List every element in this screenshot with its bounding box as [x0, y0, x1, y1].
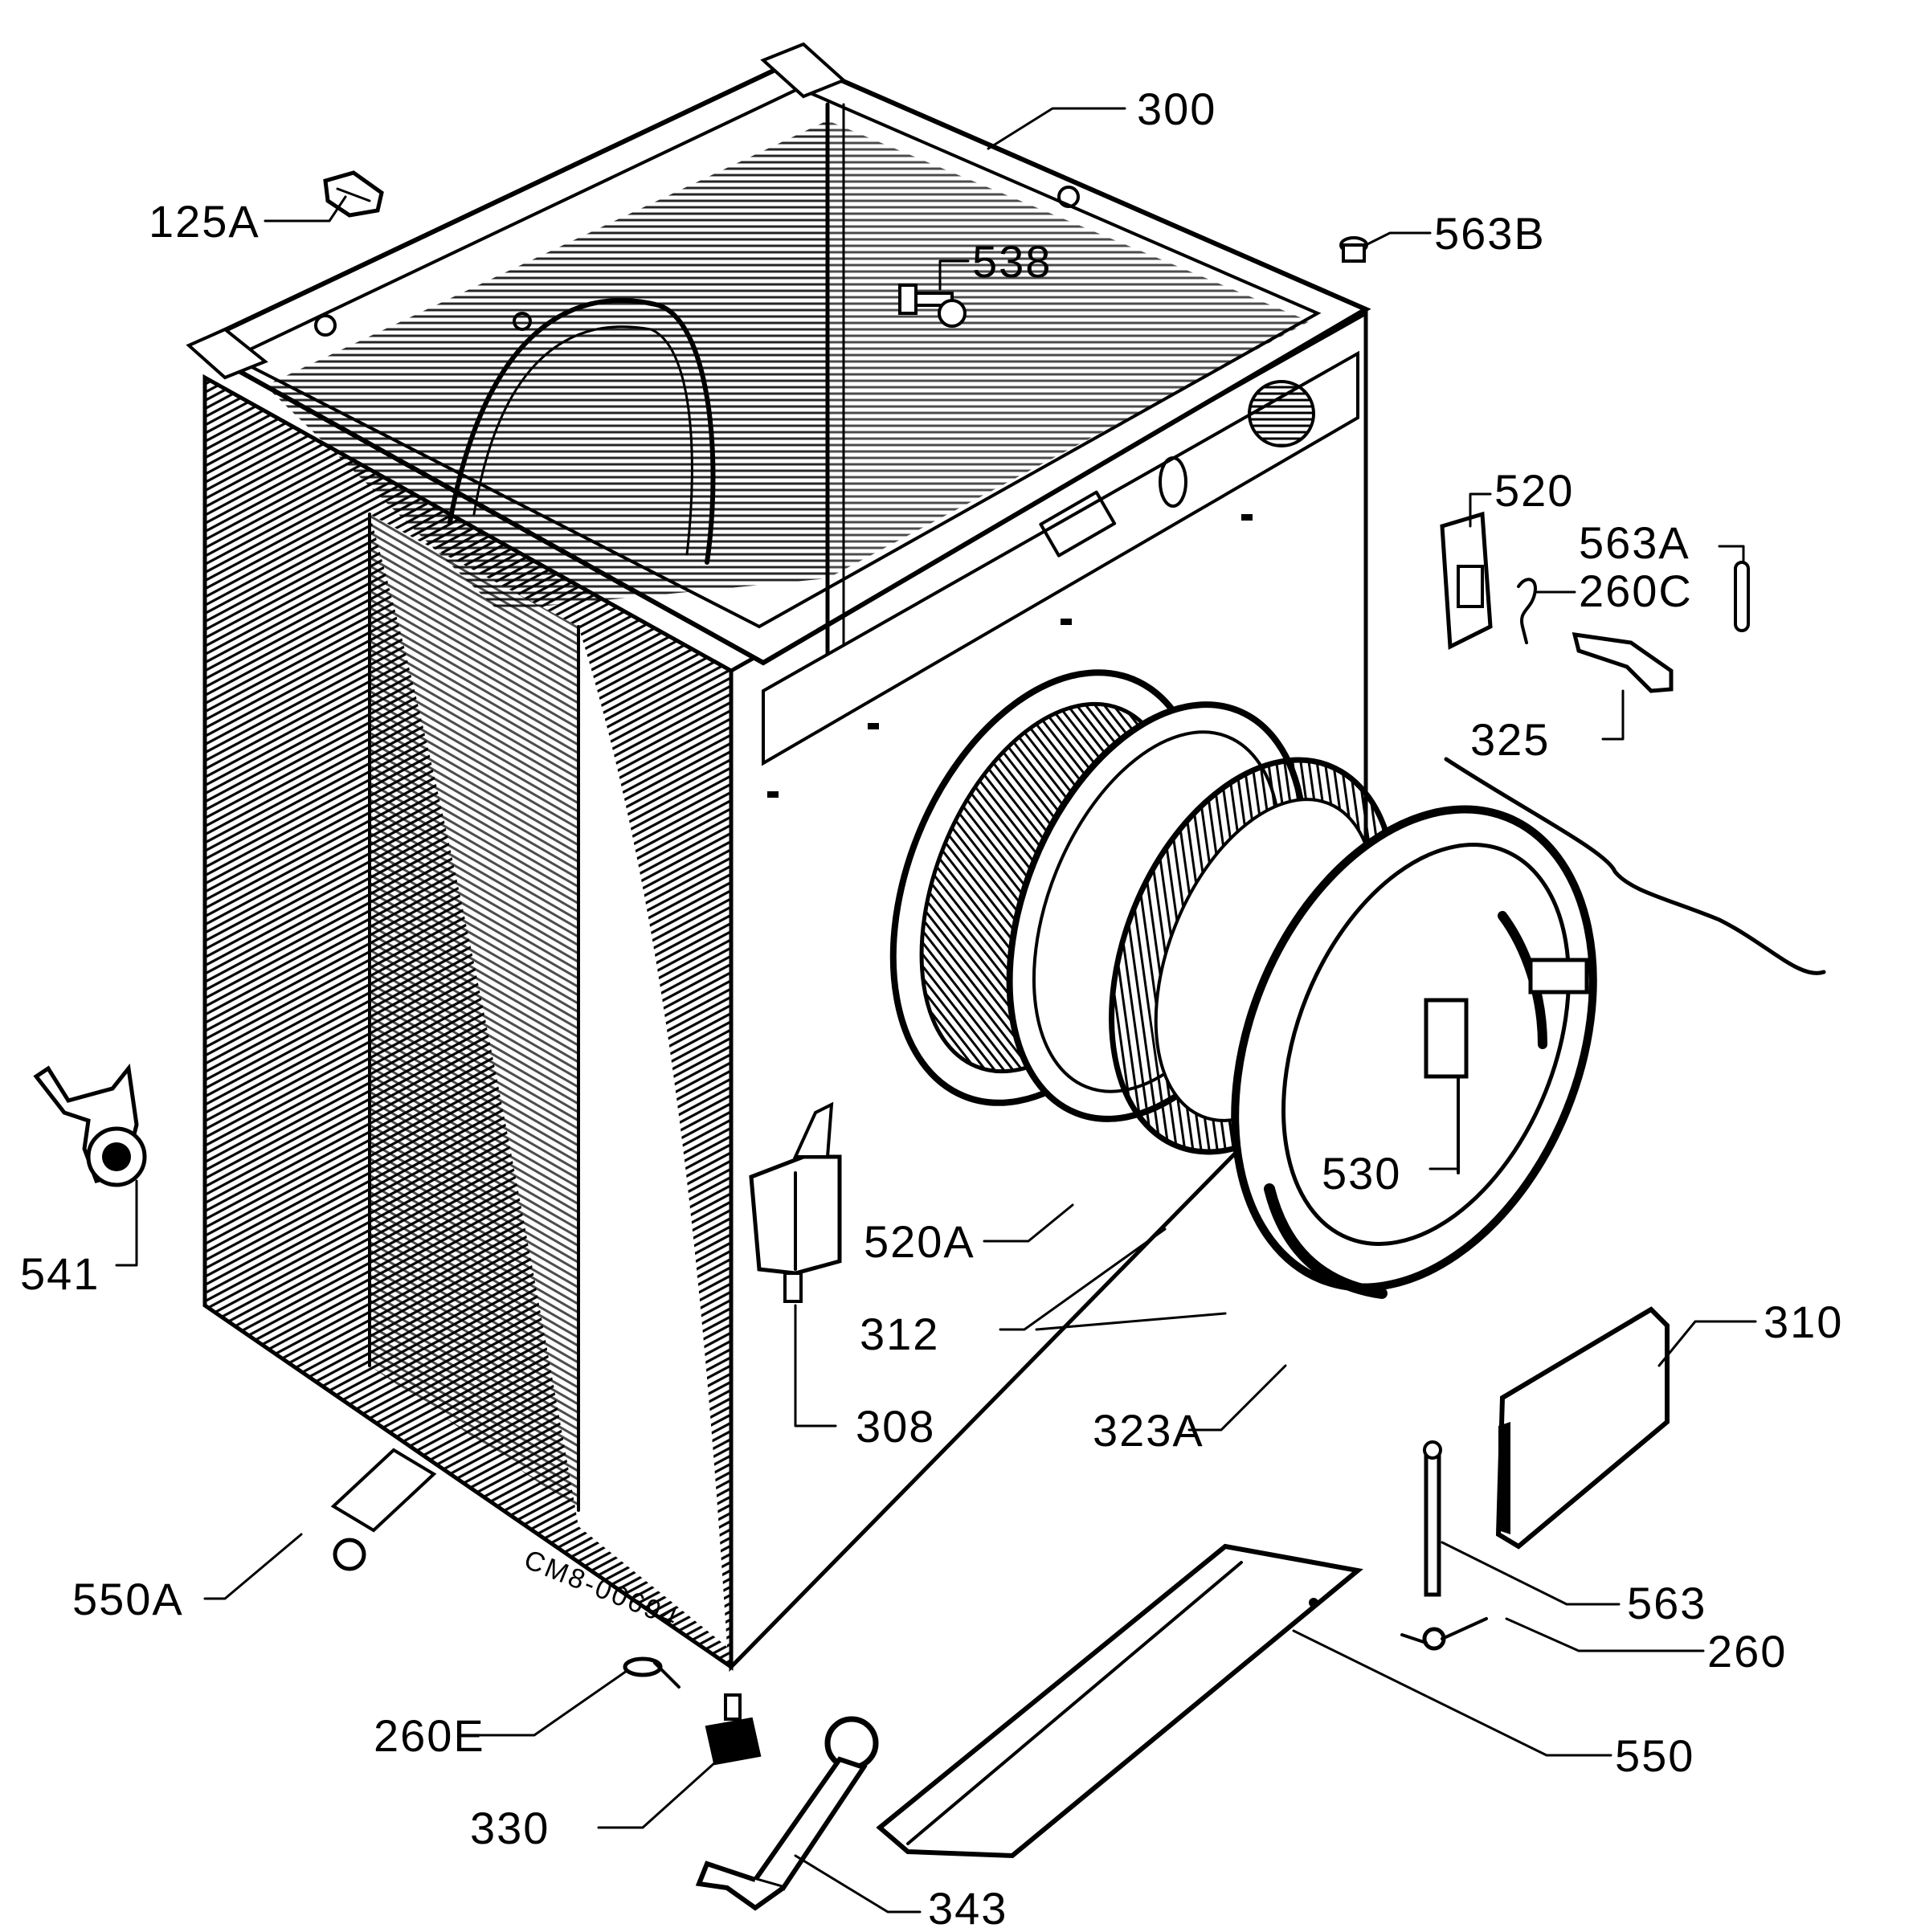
bolt-538	[898, 284, 967, 328]
adjustable-foot-330	[705, 1693, 762, 1766]
label-550a: 550A	[72, 1574, 184, 1624]
door-cable	[1444, 757, 1826, 975]
label-310: 310	[1764, 1297, 1843, 1347]
pin-563	[1423, 1440, 1442, 1597]
label-125a: 125A	[149, 196, 260, 247]
label-541: 541	[20, 1248, 100, 1299]
label-563a: 563A	[1579, 517, 1690, 568]
lever-325	[1572, 631, 1674, 693]
spanner-343	[695, 1716, 879, 1911]
foot-rod-550a	[330, 1448, 437, 1571]
transport-bar-550	[876, 1543, 1363, 1859]
label-260e: 260E	[374, 1710, 485, 1761]
part-labels: 300 125A 538 563B 520 563A 260C 325 541 …	[20, 84, 1843, 1932]
hinge-308	[749, 1101, 842, 1303]
pump-bracket-541	[33, 1063, 147, 1187]
label-520a: 520A	[864, 1216, 975, 1267]
leader-lines	[115, 107, 1757, 1914]
label-300: 300	[1137, 84, 1216, 134]
label-308: 308	[856, 1401, 935, 1452]
label-563b: 563B	[1434, 208, 1546, 259]
door-lock-520	[1440, 511, 1493, 650]
clip-125a	[323, 170, 384, 218]
label-325: 325	[1470, 714, 1550, 765]
label-312: 312	[860, 1309, 939, 1359]
label-520: 520	[1494, 465, 1574, 516]
label-550: 550	[1615, 1730, 1694, 1781]
label-330: 330	[470, 1803, 550, 1853]
cap-563b	[1339, 236, 1368, 263]
label-563: 563	[1627, 1578, 1706, 1628]
spring-260	[1400, 1617, 1488, 1651]
label-343: 343	[928, 1883, 1008, 1928]
door-assembly-323a	[1231, 805, 1597, 1299]
pin-563a	[1734, 561, 1750, 632]
label-538: 538	[972, 236, 1052, 287]
cabinet-300: CM8-00694	[186, 42, 1371, 1673]
label-530: 530	[1322, 1148, 1401, 1199]
label-260: 260	[1707, 1626, 1787, 1677]
label-323a: 323A	[1093, 1405, 1204, 1456]
filter-cover-310	[1495, 1306, 1670, 1550]
clip-260e	[623, 1656, 681, 1689]
label-260c: 260C	[1579, 566, 1693, 616]
spring-260c	[1517, 578, 1537, 644]
